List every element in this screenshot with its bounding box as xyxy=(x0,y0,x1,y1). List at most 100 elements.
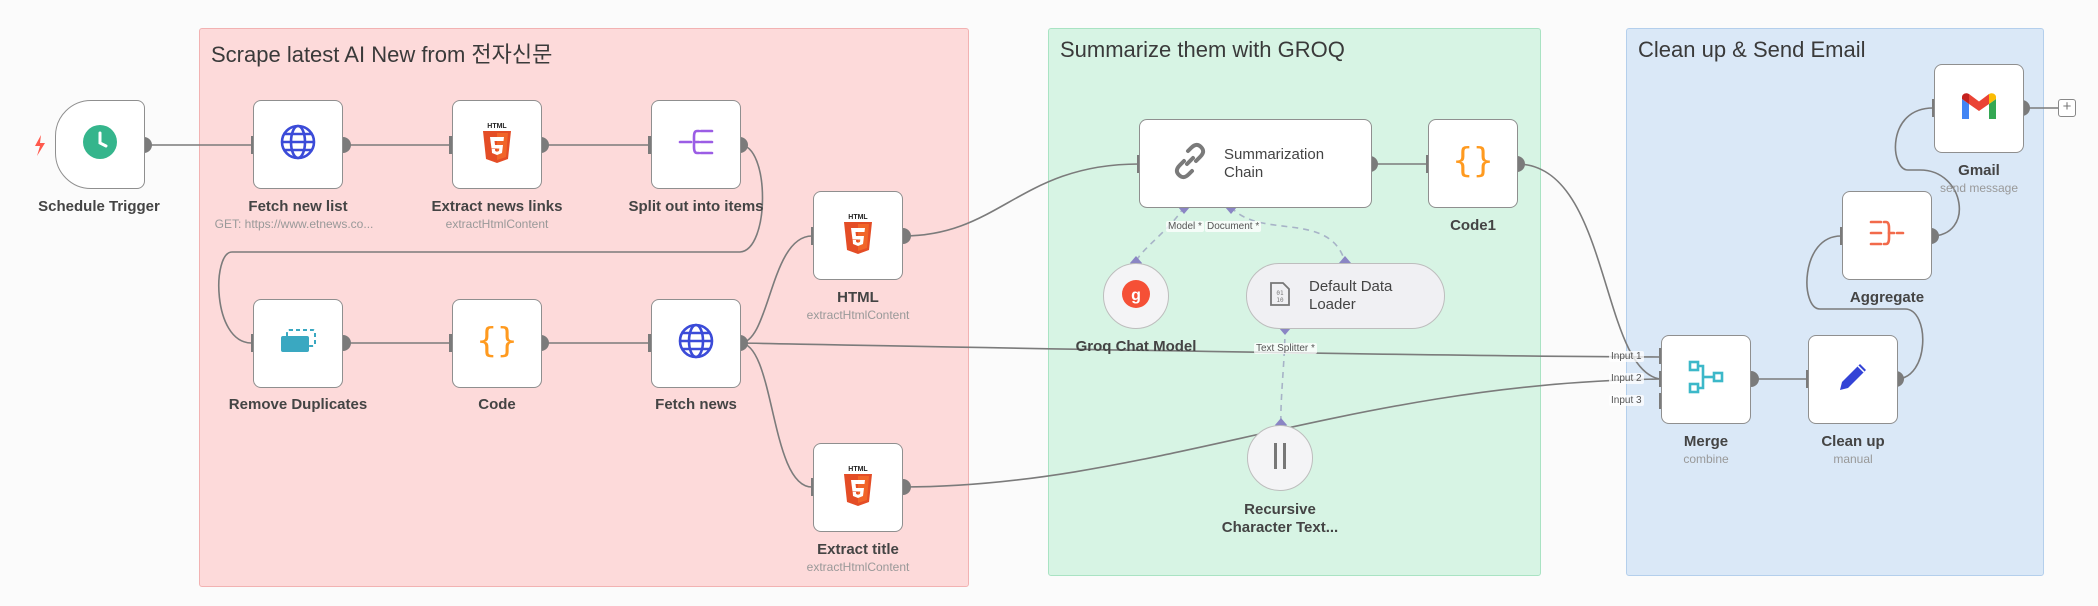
merge-subtitle: combine xyxy=(1683,452,1729,466)
code-node[interactable]: {} xyxy=(452,299,542,388)
summarization-chain-line2: Chain xyxy=(1224,163,1264,181)
extract-title-node[interactable]: HTML xyxy=(813,443,903,532)
clock-icon xyxy=(82,124,118,165)
edge-aggregate-gmail xyxy=(1894,107,1961,237)
fetch-news-label: Fetch news xyxy=(655,396,737,413)
fetch-new-list-node[interactable] xyxy=(253,100,343,189)
document-port-label: Document * xyxy=(1205,221,1262,232)
pencil-icon xyxy=(1834,358,1872,401)
svg-text:g: g xyxy=(1131,287,1141,304)
extract-title-label: Extract title xyxy=(817,541,899,558)
sticky-scrape-title: Scrape latest AI New from 전자신문 xyxy=(211,42,553,67)
edge-code1-merge2 xyxy=(1516,163,1661,380)
sticky-summarize-title: Summarize them with GROQ xyxy=(1060,37,1345,62)
extract-news-links-node[interactable]: HTML xyxy=(452,100,542,189)
trigger-bolt-icon xyxy=(35,135,45,156)
default-data-loader-title: Default Data Loader xyxy=(1309,278,1392,314)
default-data-loader-line2: Loader xyxy=(1309,296,1356,313)
pause-bars-icon xyxy=(1270,441,1290,476)
split-items-icon xyxy=(677,127,715,162)
schedule-trigger-node[interactable] xyxy=(55,100,145,189)
svg-text:10: 10 xyxy=(1276,297,1284,304)
edge-html-chain xyxy=(902,163,1140,237)
edge-fetchnews-extracttitle xyxy=(739,342,813,488)
groq-icon: g xyxy=(1121,279,1151,314)
input-handle xyxy=(449,136,454,154)
svg-text:HTML: HTML xyxy=(848,466,868,473)
remove-duplicates-node[interactable] xyxy=(253,299,343,388)
html-node[interactable]: HTML xyxy=(813,191,903,280)
recursive-text-splitter-line1: Recursive xyxy=(1244,501,1316,518)
summarization-chain-title: Summarization Chain xyxy=(1224,146,1324,182)
fetch-new-list-label: Fetch new list xyxy=(248,198,348,215)
merge-label: Merge xyxy=(1683,433,1729,450)
input-handle xyxy=(648,136,653,154)
merge-node[interactable] xyxy=(1661,335,1751,424)
edge-document-loader xyxy=(1230,206,1346,263)
fetch-new-list-subtitle: GET: https://www.etnews.co... xyxy=(214,217,374,231)
extract-title-subtitle: extractHtmlContent xyxy=(806,560,910,574)
svg-text:HTML: HTML xyxy=(487,123,507,130)
edge-split-remove xyxy=(218,144,764,344)
add-node-button[interactable]: + xyxy=(2058,99,2076,117)
svg-text:{}: {} xyxy=(1454,142,1492,180)
braces-icon: {} xyxy=(477,321,518,365)
split-out-items-label: Split out into items xyxy=(628,198,764,215)
recursive-text-splitter-node[interactable] xyxy=(1247,425,1313,491)
edge-fetchnews-merge1 xyxy=(739,342,1661,358)
clean-up-node[interactable] xyxy=(1808,335,1898,424)
summarization-chain-node[interactable]: Summarization Chain xyxy=(1139,119,1372,208)
code1-label: Code1 xyxy=(1450,217,1496,234)
recursive-text-splitter-line2: Character Text... xyxy=(1221,519,1339,536)
code1-node[interactable]: {} xyxy=(1428,119,1518,208)
merge-input3-label: Input 3 xyxy=(1609,395,1644,406)
fetch-news-node[interactable] xyxy=(651,299,741,388)
globe-icon xyxy=(279,123,317,166)
clean-up-subtitle: manual xyxy=(1833,452,1873,466)
aggregate-label: Aggregate xyxy=(1849,289,1925,306)
summarization-chain-line1: Summarization xyxy=(1224,145,1325,163)
gmail-subtitle: send message xyxy=(1939,181,2019,195)
extract-news-links-subtitle: extractHtmlContent xyxy=(445,217,549,231)
code-label: Code xyxy=(478,396,516,413)
svg-text:{}: {} xyxy=(478,322,516,360)
groq-chat-model-label: Groq Chat Model xyxy=(1075,338,1197,355)
edge-fetchnews-html xyxy=(739,235,813,344)
html5-icon: HTML xyxy=(838,211,878,260)
input-handle xyxy=(648,334,653,352)
merge-input2-label: Input 2 xyxy=(1609,373,1644,384)
edge-model-groq xyxy=(1135,206,1185,263)
input-handle xyxy=(449,334,454,352)
dedupe-icon xyxy=(278,327,318,360)
extract-news-links-label: Extract news links xyxy=(431,198,563,215)
sticky-send-title: Clean up & Send Email xyxy=(1638,37,1866,62)
split-out-items-node[interactable] xyxy=(651,100,741,189)
remove-duplicates-label: Remove Duplicates xyxy=(228,396,368,413)
aggregate-node[interactable] xyxy=(1842,191,1932,280)
clean-up-label: Clean up xyxy=(1821,433,1885,450)
svg-text:HTML: HTML xyxy=(848,214,868,221)
groq-chat-model-node[interactable]: g xyxy=(1103,263,1169,329)
merge-input1-label: Input 1 xyxy=(1609,351,1644,362)
edge-splitter-recursive xyxy=(1280,327,1286,425)
globe-icon xyxy=(677,322,715,365)
model-port-label: Model * xyxy=(1166,221,1204,232)
gmail-icon xyxy=(1959,90,1999,127)
schedule-trigger-label: Schedule Trigger xyxy=(38,198,160,215)
merge-icon xyxy=(1687,358,1725,401)
default-data-loader-line1: Default Data xyxy=(1309,278,1393,295)
html5-icon: HTML xyxy=(838,463,878,512)
html-subtitle: extractHtmlContent xyxy=(806,308,910,322)
html-label: HTML xyxy=(837,289,879,306)
edge-cleanup-aggregate xyxy=(1806,235,1924,380)
html5-icon: HTML xyxy=(477,120,517,169)
gmail-label: Gmail xyxy=(1958,162,2000,179)
svg-text:01: 01 xyxy=(1276,290,1284,297)
braces-icon: {} xyxy=(1453,141,1494,185)
gmail-node[interactable] xyxy=(1934,64,2024,153)
text-splitter-port-label: Text Splitter * xyxy=(1254,343,1317,354)
